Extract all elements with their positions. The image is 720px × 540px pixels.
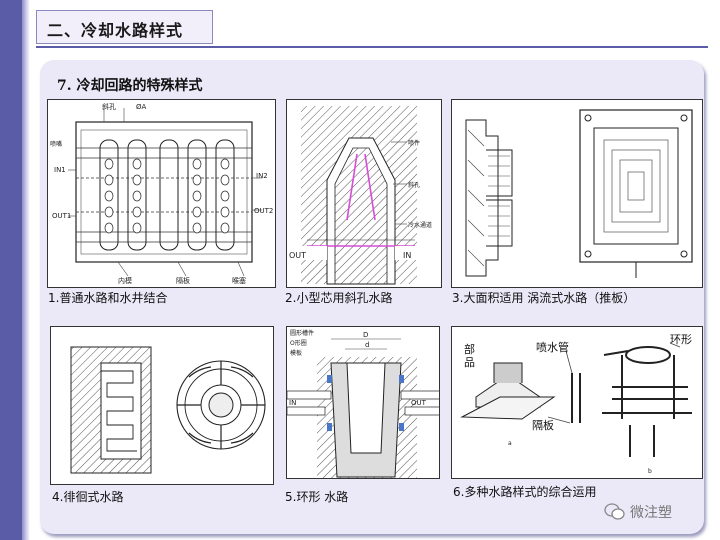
label-d-lower: d bbox=[365, 341, 369, 349]
label-out: OUT bbox=[289, 251, 306, 260]
label-inner-mold: 内模 bbox=[118, 276, 132, 285]
label-ring-part: 圆形槽件 bbox=[290, 329, 314, 337]
watermark-text: 微注塑 bbox=[630, 505, 672, 521]
label-od: 斜孔 bbox=[102, 102, 116, 111]
label-ring-shape: 环形 bbox=[670, 333, 692, 346]
figure-2-caption: 2.小型芯用斜孔水路 bbox=[285, 291, 393, 305]
label-nozzle: 喷嘴 bbox=[50, 140, 62, 148]
label-baffle: 隔板 bbox=[176, 276, 190, 285]
figure-6-caption: 6.多种水路样式的综合运用 bbox=[453, 485, 597, 499]
figure-1-caption: 1.普通水路和水井结合 bbox=[48, 291, 168, 305]
figure-2-diagram: 喷件 斜孔 冷水通道 OUT IN bbox=[286, 99, 442, 288]
label-ring-out: OUT bbox=[411, 399, 427, 407]
label-a: a bbox=[508, 440, 512, 447]
label-plate: 模板 bbox=[290, 349, 302, 357]
label-part-block: 部品 bbox=[464, 343, 475, 369]
figure-3-diagram bbox=[451, 99, 703, 288]
label-divider: 隔板 bbox=[532, 419, 554, 432]
label-slant-hole: 斜孔 bbox=[408, 181, 420, 189]
figure-5-caption: 5.环形 水路 bbox=[285, 490, 349, 504]
left-sidebar-bar bbox=[0, 0, 22, 540]
sidebar-gradient bbox=[22, 0, 30, 540]
figure-4-caption: 4.徘徊式水路 bbox=[52, 490, 124, 504]
label-ring-in: IN bbox=[289, 399, 296, 407]
page-title: 二、冷却水路样式 bbox=[47, 21, 184, 40]
label-in2: IN2 bbox=[256, 172, 268, 180]
watermark: 微注塑 bbox=[604, 500, 672, 524]
header-title-box: 二、冷却水路样式 bbox=[36, 10, 213, 44]
label-out1: OUT1 bbox=[52, 212, 71, 220]
figure-5-diagram: 圆形槽件 O形圈 模板 D d IN OUT bbox=[286, 326, 440, 479]
figure-6-diagram: a b 部品 喷水管 环形 隔板 bbox=[451, 326, 703, 479]
label-o-ring: O形圈 bbox=[290, 339, 307, 347]
label-cooling-channel: 冷水通道 bbox=[408, 221, 432, 229]
label-in1: IN1 bbox=[54, 166, 66, 174]
label-out2: OUT2 bbox=[254, 207, 273, 215]
label-spray-tube: 喷水管 bbox=[536, 341, 569, 354]
wechat-icon bbox=[604, 503, 625, 520]
label-d-upper: D bbox=[363, 331, 368, 339]
figure-1-diagram: 斜孔 ØA 喷嘴 IN1 OUT1 IN2 OUT2 内模 隔板 喉塞 bbox=[47, 99, 276, 288]
label-plug: 喉塞 bbox=[232, 276, 246, 285]
label-in: IN bbox=[403, 251, 411, 260]
label-oa: ØA bbox=[136, 103, 147, 111]
figure-3-caption: 3.大面积适用 涡流式水路（推板） bbox=[452, 291, 636, 305]
label-b: b bbox=[648, 468, 652, 475]
label-part: 喷件 bbox=[408, 139, 420, 147]
section-title: 7. 冷却回路的特殊样式 bbox=[57, 78, 203, 94]
header-divider bbox=[36, 46, 708, 48]
figure-4-diagram bbox=[50, 326, 274, 485]
